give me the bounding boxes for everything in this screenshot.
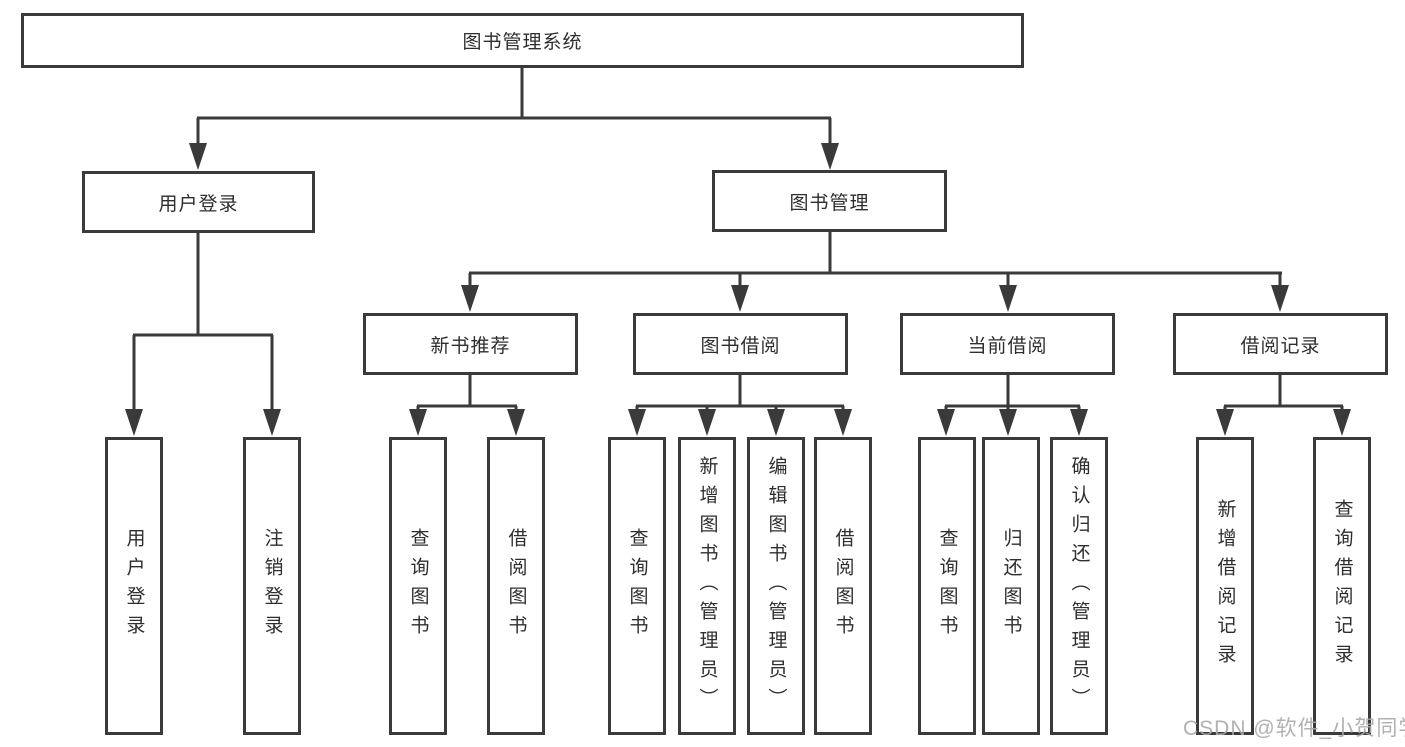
connector-borrow-records-children: [1216, 373, 1351, 436]
node-current-borrow-label: 当前借阅: [967, 335, 1048, 357]
leaf-return-book-label: 归还图书: [1000, 528, 1022, 644]
connector-book-borrow-children: [628, 373, 852, 436]
connector-current-borrow-children: [937, 373, 1088, 436]
leaf-confirm-return-admin-label: 确认归还（管理员）: [1068, 455, 1090, 717]
leaf-user-login-label: 用户登录: [123, 528, 145, 644]
leaf-query-borrow-record-label: 查询借阅记录: [1331, 499, 1353, 673]
leaf-query-book-2: 查询图书: [608, 437, 666, 735]
leaf-return-book: 归还图书: [982, 437, 1040, 735]
node-borrow-records: 借阅记录: [1173, 313, 1388, 375]
leaf-borrow-book-1-label: 借阅图书: [505, 528, 527, 644]
node-book-management-label: 图书管理: [789, 192, 870, 214]
node-new-book-recommend: 新书推荐: [363, 313, 578, 375]
leaf-edit-book-admin-label: 编辑图书（管理员）: [765, 455, 787, 717]
node-borrow-records-label: 借阅记录: [1240, 335, 1321, 357]
leaf-borrow-book-2: 借阅图书: [814, 437, 872, 735]
leaf-add-borrow-record-label: 新增借阅记录: [1214, 499, 1236, 673]
leaf-borrow-book-1: 借阅图书: [487, 437, 545, 735]
node-book-management: 图书管理: [712, 170, 947, 232]
leaf-logout-label: 注销登录: [261, 528, 283, 644]
leaf-add-book-admin: 新增图书（管理员）: [678, 437, 736, 735]
leaf-add-book-admin-label: 新增图书（管理员）: [696, 455, 718, 717]
node-root: 图书管理系统: [21, 13, 1024, 68]
leaf-query-book-2-label: 查询图书: [626, 528, 648, 644]
leaf-query-book-3: 查询图书: [918, 437, 976, 735]
leaf-confirm-return-admin: 确认归还（管理员）: [1050, 437, 1108, 735]
node-book-borrow-label: 图书借阅: [700, 335, 781, 357]
node-new-book-recommend-label: 新书推荐: [430, 335, 511, 357]
leaf-add-borrow-record: 新增借阅记录: [1196, 437, 1254, 735]
node-current-borrow: 当前借阅: [900, 313, 1115, 375]
node-user-login: 用户登录: [82, 171, 315, 233]
node-user-login-label: 用户登录: [158, 193, 239, 215]
leaf-edit-book-admin: 编辑图书（管理员）: [747, 437, 805, 735]
connector-root-to-level2: [189, 66, 839, 170]
connector-new-book-rec-children: [409, 373, 525, 436]
connector-book-mgmt-children: [461, 230, 1289, 312]
leaf-logout: 注销登录: [243, 437, 301, 735]
leaf-query-book-1-label: 查询图书: [407, 528, 429, 644]
leaf-user-login: 用户登录: [105, 437, 163, 735]
csdn-watermark: CSDN @软件_小贺同学: [1183, 717, 1405, 740]
leaf-query-book-1: 查询图书: [389, 437, 447, 735]
node-book-borrow: 图书借阅: [633, 313, 848, 375]
leaf-borrow-book-2-label: 借阅图书: [832, 528, 854, 644]
leaf-query-borrow-record: 查询借阅记录: [1313, 437, 1371, 735]
node-root-label: 图书管理系统: [462, 32, 583, 53]
leaf-query-book-3-label: 查询图书: [936, 528, 958, 644]
connector-user-login-children: [125, 231, 281, 436]
